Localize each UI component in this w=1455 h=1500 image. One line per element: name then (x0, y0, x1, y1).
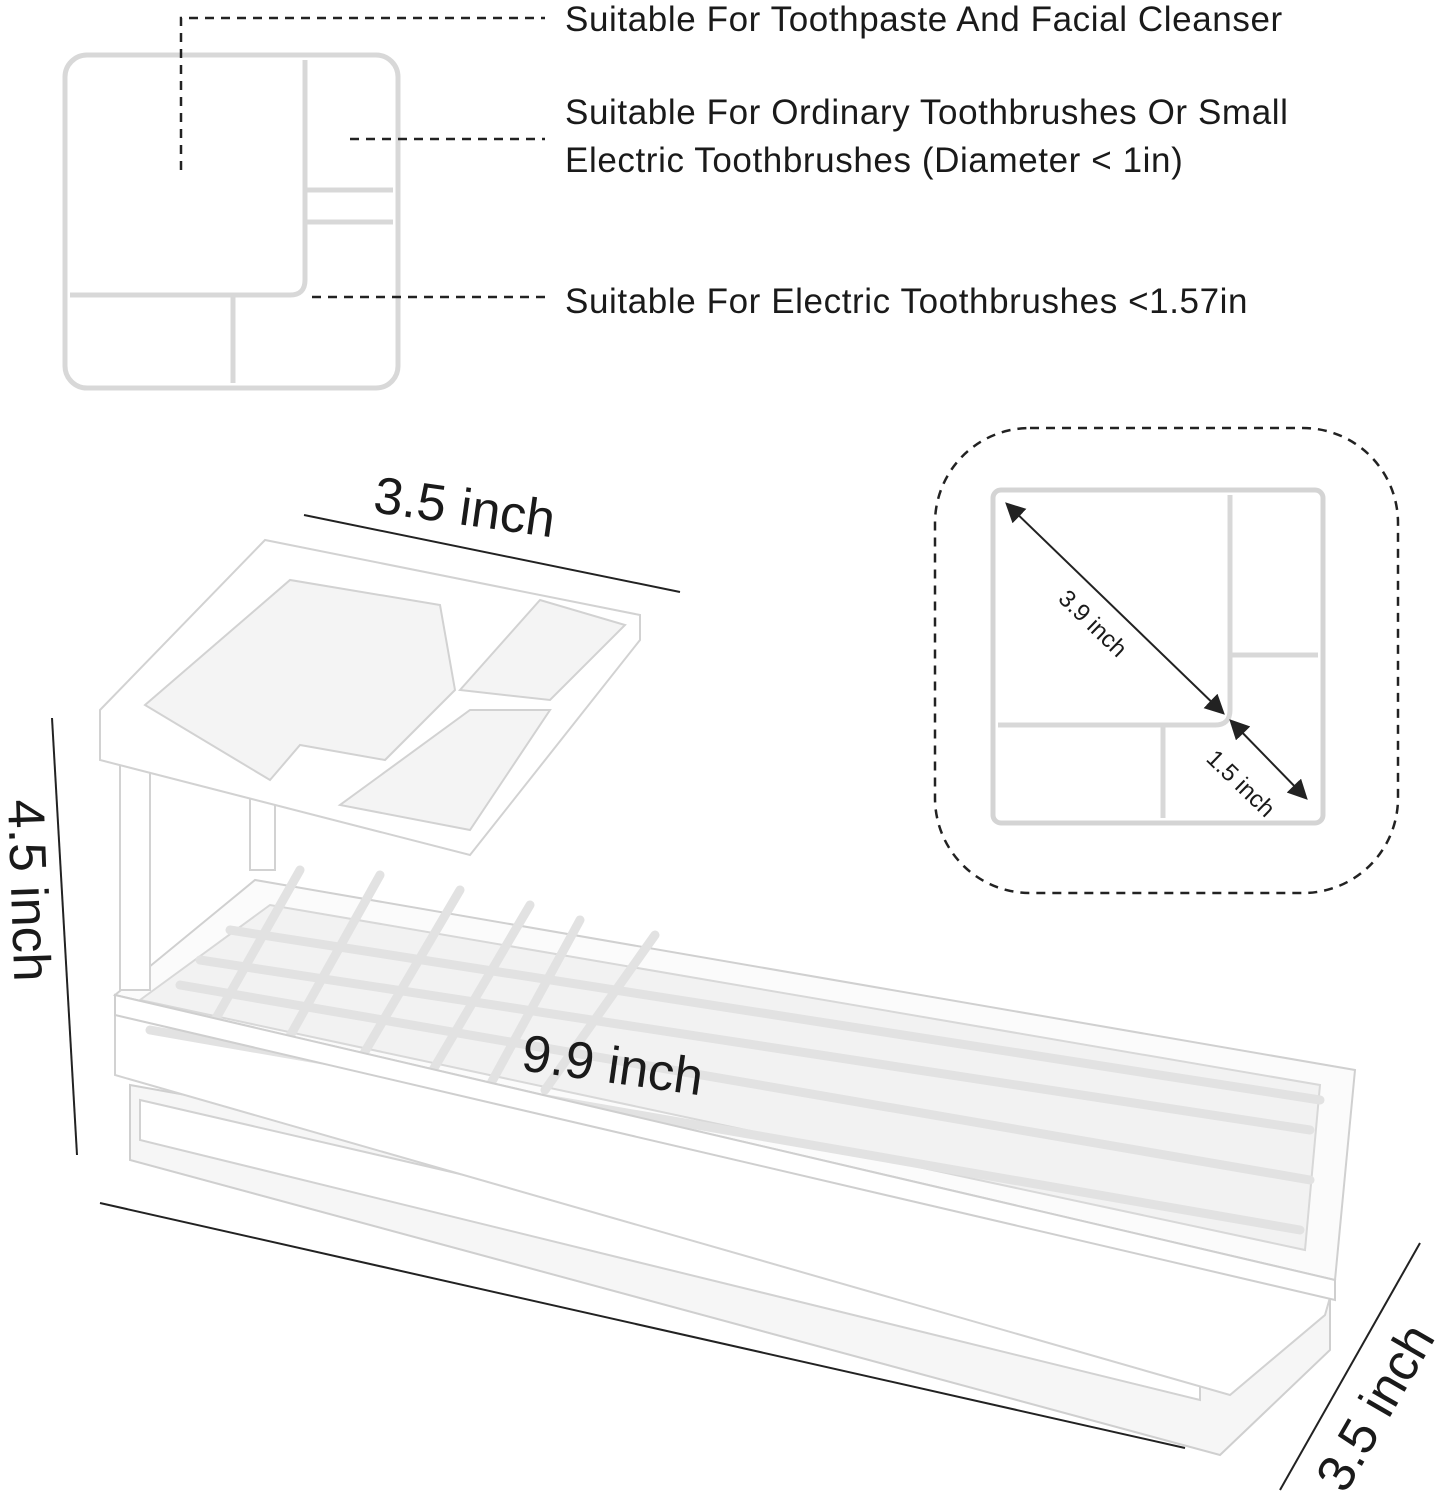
top-view-tray (62, 52, 401, 391)
dimension-line-length (99, 1202, 1186, 1449)
inset-top-view (933, 426, 1400, 895)
dimension-line-top-width (303, 514, 681, 593)
callout-lines (179, 16, 545, 299)
dimension-height: 4.5 inch (0, 798, 60, 982)
toothbrush-holder-render (99, 538, 1357, 1457)
callout-toothpaste: Suitable For Toothpaste And Facial Clean… (565, 0, 1283, 39)
callout-ordinary-line1: Suitable For Ordinary Toothbrushes Or Sm… (565, 93, 1289, 132)
callout-ordinary-line2: Electric Toothbrushes (Diameter < 1in) (565, 141, 1183, 180)
dimension-line-depth (1279, 1242, 1421, 1491)
dimension-line-height (51, 717, 78, 1156)
dimension-top-width: 3.5 inch (370, 466, 558, 549)
callout-electric: Suitable For Electric Toothbrushes <1.57… (565, 282, 1248, 321)
